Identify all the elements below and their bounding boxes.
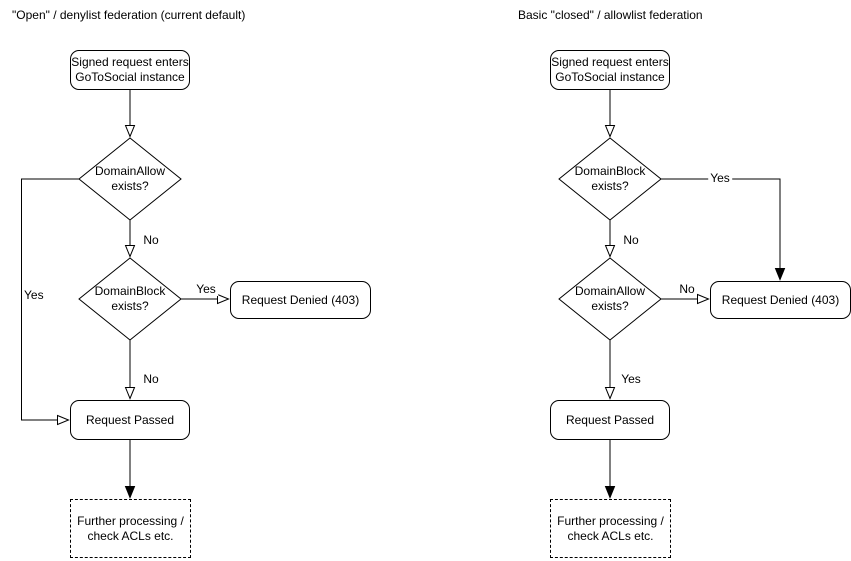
node-left-request-denied: Request Denied (403) [230,281,371,319]
node-right-further-processing: Further processing / check ACLs etc. [550,499,671,558]
node-right-request-denied: Request Denied (403) [710,281,851,319]
diamond-right-decision2 [558,257,662,341]
node-left-request-passed: Request Passed [70,400,190,440]
edge-right-decision1-yes-to-denied [661,178,786,281]
edge-label-left-decision1-yes: Yes [24,288,44,302]
edge-label-right-decision1-no: No [621,233,641,247]
node-right-request-passed: Request Passed [550,400,670,440]
edge-label-left-decision2-yes: Yes [194,282,218,296]
edge-label-left-decision2-no: No [141,372,161,386]
diagram-title-right: Basic "closed" / allowlist federation [518,8,703,22]
edge-label-left-decision1-no: No [141,233,161,247]
edge-label-right-decision2-yes: Yes [619,372,643,386]
edge-label-right-decision1-yes: Yes [708,171,732,185]
diamond-right-decision1 [558,137,662,221]
diagram-title-left: "Open" / denylist federation (current de… [12,8,246,22]
edge-label-right-decision2-no: No [677,282,697,296]
node-left-further-processing: Further processing / check ACLs etc. [70,499,191,558]
node-left-start: Signed request enters GoToSocial instanc… [70,50,190,90]
diamond-left-decision1 [78,137,182,221]
node-right-start: Signed request enters GoToSocial instanc… [550,50,670,90]
diamond-left-decision2 [78,257,182,341]
edge-left-decision1-yes-to-passed [21,178,79,426]
